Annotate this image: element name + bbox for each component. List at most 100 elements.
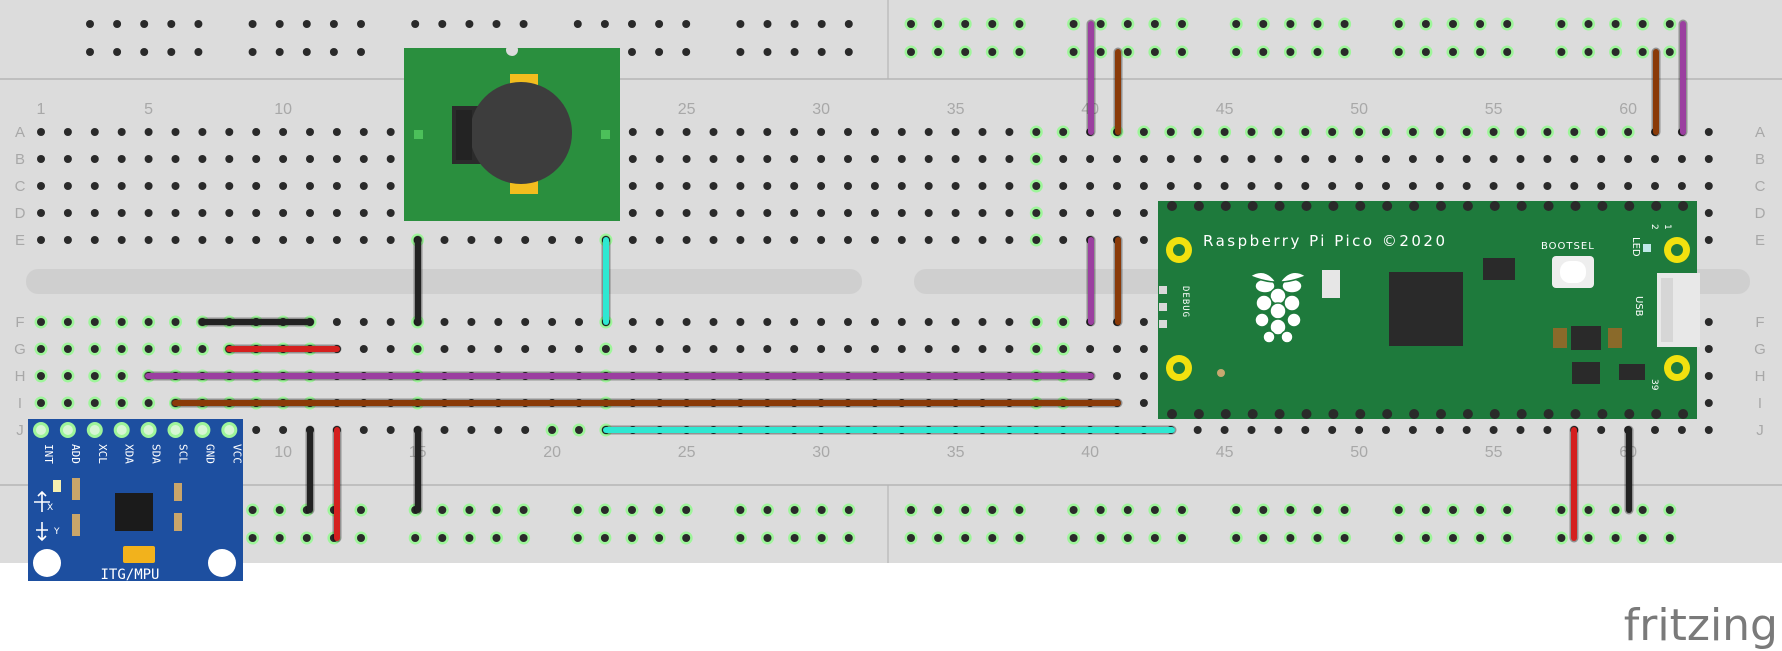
breadboard-hole[interactable] — [951, 345, 960, 353]
breadboard-hole[interactable] — [736, 155, 745, 163]
rail-hole[interactable] — [248, 534, 257, 542]
breadboard-hole[interactable] — [1139, 182, 1148, 190]
rail-hole[interactable] — [1123, 534, 1132, 542]
rail-hole[interactable] — [763, 48, 772, 56]
rail-hole[interactable] — [1503, 506, 1512, 514]
breadboard-hole[interactable] — [1301, 128, 1310, 136]
breadboard-hole[interactable] — [844, 182, 852, 190]
breadboard-hole[interactable] — [1247, 426, 1256, 434]
rail-hole[interactable] — [1584, 534, 1593, 542]
rail-hole[interactable] — [1665, 534, 1674, 542]
breadboard-hole[interactable] — [117, 399, 126, 407]
breadboard-hole[interactable] — [467, 345, 476, 353]
breadboard-hole[interactable] — [1005, 155, 1014, 163]
rail-hole[interactable] — [961, 506, 970, 514]
breadboard-hole[interactable] — [494, 318, 503, 326]
rail-hole[interactable] — [736, 506, 745, 514]
breadboard-hole[interactable] — [655, 318, 664, 326]
rail-hole[interactable] — [600, 20, 609, 28]
breadboard-hole[interactable] — [1704, 209, 1713, 217]
rail-hole[interactable] — [682, 20, 691, 28]
rail-hole[interactable] — [465, 20, 474, 28]
rail-hole[interactable] — [1015, 506, 1024, 514]
breadboard-hole[interactable] — [1677, 426, 1686, 434]
breadboard-hole[interactable] — [1086, 155, 1095, 163]
breadboard-hole[interactable] — [1328, 182, 1337, 190]
breadboard-hole[interactable] — [978, 209, 987, 217]
breadboard-hole[interactable] — [1139, 399, 1148, 407]
rail-hole[interactable] — [1557, 20, 1566, 28]
breadboard-hole[interactable] — [1462, 182, 1471, 190]
rail-hole[interactable] — [140, 20, 149, 28]
breadboard-hole[interactable] — [1704, 345, 1713, 353]
breadboard-hole[interactable] — [1301, 155, 1310, 163]
breadboard-hole[interactable] — [117, 209, 126, 217]
rail-hole[interactable] — [1638, 534, 1647, 542]
breadboard-hole[interactable] — [1301, 182, 1310, 190]
breadboard-hole[interactable] — [63, 236, 72, 244]
breadboard-hole[interactable] — [1247, 182, 1256, 190]
breadboard-hole[interactable] — [1139, 236, 1148, 244]
breadboard-hole[interactable] — [252, 426, 261, 434]
breadboard-hole[interactable] — [144, 209, 153, 217]
breadboard-hole[interactable] — [37, 372, 45, 380]
rail-hole[interactable] — [1503, 48, 1512, 56]
breadboard-hole[interactable] — [413, 345, 422, 353]
breadboard-hole[interactable] — [144, 128, 153, 136]
breadboard-hole[interactable] — [1166, 128, 1175, 136]
rail-hole[interactable] — [1557, 534, 1566, 542]
rail-hole[interactable] — [1584, 506, 1593, 514]
rail-hole[interactable] — [934, 48, 943, 56]
rail-hole[interactable] — [1123, 20, 1132, 28]
breadboard-hole[interactable] — [628, 345, 637, 353]
breadboard-hole[interactable] — [1193, 426, 1202, 434]
rail-hole[interactable] — [1476, 534, 1485, 542]
breadboard-hole[interactable] — [1355, 128, 1364, 136]
breadboard-hole[interactable] — [332, 236, 341, 244]
breadboard-hole[interactable] — [198, 155, 207, 163]
breadboard-hole[interactable] — [252, 236, 261, 244]
rail-hole[interactable] — [248, 20, 257, 28]
rail-hole[interactable] — [961, 20, 970, 28]
breadboard-hole[interactable] — [225, 209, 234, 217]
breadboard-hole[interactable] — [90, 209, 99, 217]
rail-hole[interactable] — [1611, 20, 1620, 28]
breadboard-hole[interactable] — [1274, 426, 1283, 434]
breadboard-hole[interactable] — [1570, 155, 1579, 163]
breadboard-hole[interactable] — [790, 128, 799, 136]
breadboard-hole[interactable] — [709, 345, 718, 353]
rail-hole[interactable] — [492, 506, 501, 514]
breadboard-hole[interactable] — [736, 236, 745, 244]
breadboard-hole[interactable] — [1032, 182, 1041, 190]
breadboard-hole[interactable] — [1489, 182, 1498, 190]
breadboard-hole[interactable] — [1408, 182, 1417, 190]
breadboard-hole[interactable] — [1032, 155, 1041, 163]
breadboard-hole[interactable] — [386, 345, 395, 353]
breadboard-hole[interactable] — [548, 318, 557, 326]
rail-hole[interactable] — [790, 48, 799, 56]
rail-hole[interactable] — [1096, 48, 1105, 56]
breadboard-hole[interactable] — [63, 318, 72, 326]
rail-hole[interactable] — [1421, 506, 1430, 514]
rail-hole[interactable] — [1394, 20, 1403, 28]
breadboard-hole[interactable] — [225, 236, 234, 244]
breadboard-hole[interactable] — [1435, 155, 1444, 163]
rail-hole[interactable] — [1286, 48, 1295, 56]
breadboard-hole[interactable] — [225, 182, 234, 190]
rail-hole[interactable] — [1421, 534, 1430, 542]
breadboard-hole[interactable] — [1113, 209, 1121, 217]
rail-hole[interactable] — [1340, 534, 1349, 542]
breadboard-hole[interactable] — [467, 236, 476, 244]
breadboard-hole[interactable] — [144, 236, 153, 244]
breadboard-hole[interactable] — [1651, 155, 1659, 163]
breadboard-hole[interactable] — [1274, 182, 1283, 190]
rail-hole[interactable] — [492, 534, 501, 542]
breadboard-hole[interactable] — [144, 318, 153, 326]
rail-hole[interactable] — [1150, 20, 1159, 28]
rail-hole[interactable] — [1665, 20, 1674, 28]
breadboard-hole[interactable] — [1516, 128, 1525, 136]
rail-hole[interactable] — [194, 48, 203, 56]
breadboard-hole[interactable] — [709, 128, 718, 136]
rail-hole[interactable] — [1665, 506, 1674, 514]
rail-hole[interactable] — [573, 534, 582, 542]
